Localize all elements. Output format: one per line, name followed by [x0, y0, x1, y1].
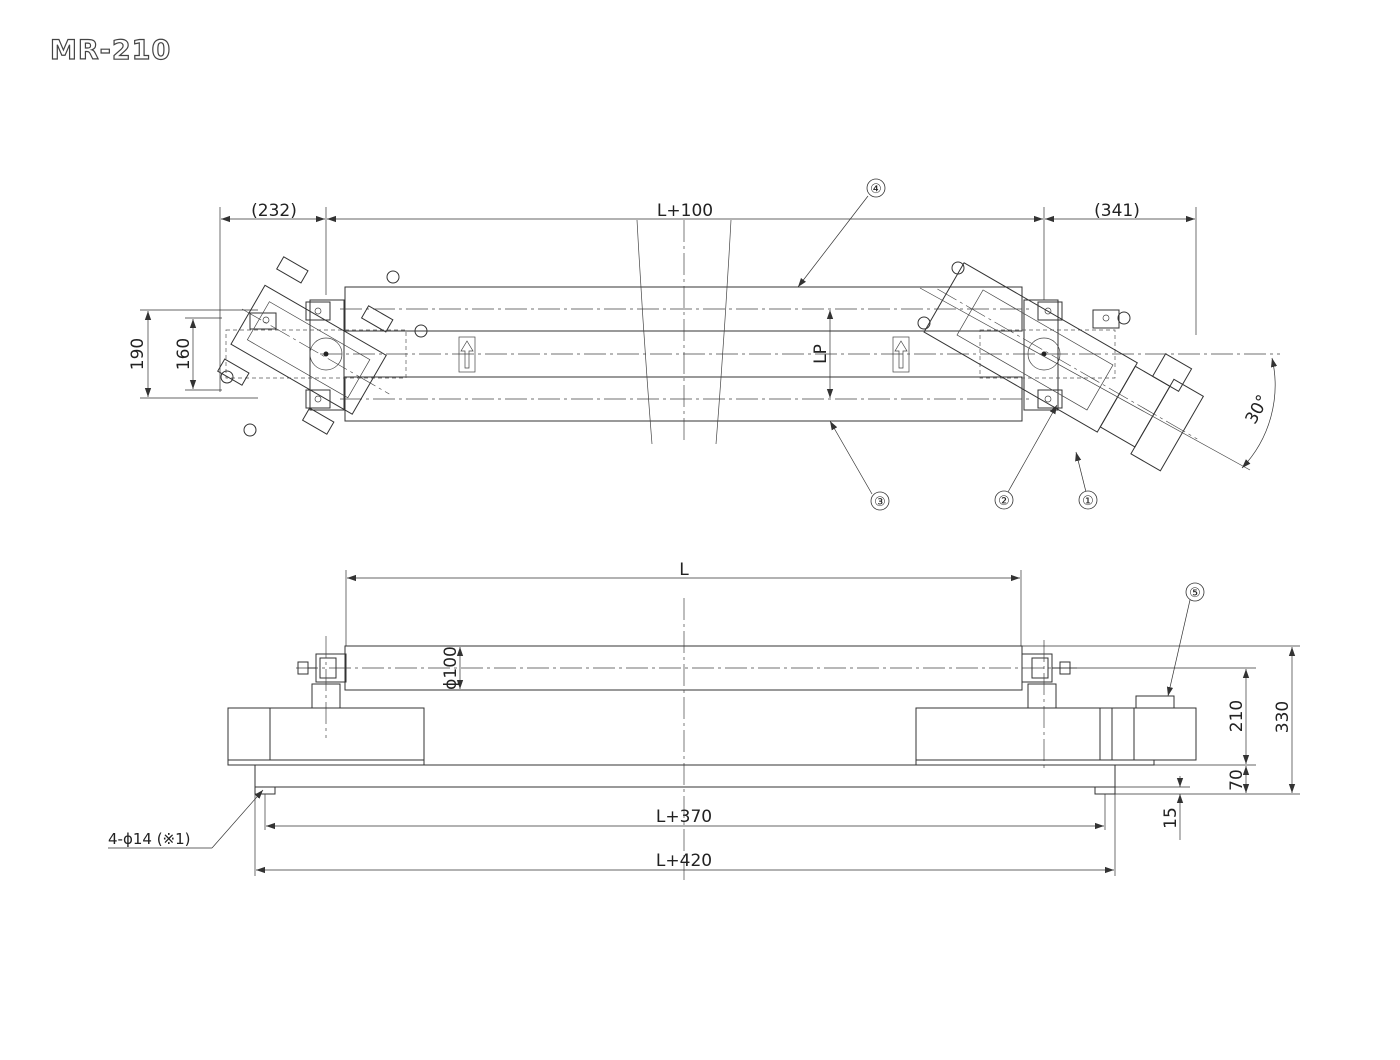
svg-text:①: ① [1082, 494, 1094, 509]
dim-height-210: 210 [1227, 700, 1247, 732]
svg-text:②: ② [998, 494, 1010, 509]
dim-angle: 30° [1242, 392, 1274, 428]
flow-arrow-left [458, 336, 476, 373]
right-drive-assembly [917, 261, 1251, 472]
dim-height-330: 330 [1273, 701, 1293, 733]
left-bearing-assembly [297, 636, 347, 738]
svg-text:④: ④ [870, 182, 882, 197]
balloon-3: ③ [829, 420, 890, 511]
dim-base-lengths: L+370 L+420 [256, 807, 1114, 874]
front-roller: ϕ100 [296, 645, 1080, 691]
dim-hole-pitch: L+370 [656, 807, 712, 827]
upper-roller [340, 286, 1030, 332]
svg-text:③: ③ [874, 495, 886, 510]
top-dimension-line: (232) L+100 (341) [219, 201, 1197, 392]
model-title: MR-210 [49, 34, 172, 66]
balloon-5: ⑤ [1166, 582, 1205, 697]
dim-roller-diameter: ϕ100 [441, 646, 461, 690]
lower-roller [340, 376, 1030, 422]
dim-pitch: LP [811, 310, 834, 398]
front-view: L ϕ100 [108, 560, 1300, 880]
balloon-4: ④ [797, 178, 886, 288]
dim-overall-length: L+100 [657, 201, 713, 221]
dim-right-overhang: (341) [1094, 201, 1140, 221]
svg-text:⑤: ⑤ [1189, 586, 1201, 601]
dim-left-heights: 190 160 [128, 309, 258, 399]
flow-arrow-right [892, 336, 910, 373]
dim-heights: 210 70 330 15 [1022, 645, 1300, 840]
dim-height-70: 70 [1227, 769, 1247, 791]
angle-dimension: 30° [1242, 357, 1278, 469]
dim-base-length: L+420 [656, 851, 712, 871]
break-lines [636, 219, 732, 445]
dim-outer-height: 190 [128, 338, 148, 370]
holes-note: 4-ϕ14 (※1) [108, 789, 264, 849]
top-view: (232) L+100 (341) [128, 178, 1280, 511]
right-bearing-assembly [1021, 640, 1071, 768]
holes-note-label: 4-ϕ14 (※1) [108, 830, 191, 848]
dim-roller-length-label: L [679, 560, 689, 580]
balloon-1: ① [1075, 451, 1098, 510]
dim-pitch-label: LP [811, 344, 831, 364]
balloon-2: ② [994, 404, 1058, 510]
left-frame-assembly [217, 256, 428, 437]
dim-roller-length: L [345, 560, 1022, 646]
dim-height-15: 15 [1161, 807, 1181, 829]
dim-left-overhang: (232) [251, 201, 297, 221]
dim-inner-height: 160 [174, 338, 194, 370]
